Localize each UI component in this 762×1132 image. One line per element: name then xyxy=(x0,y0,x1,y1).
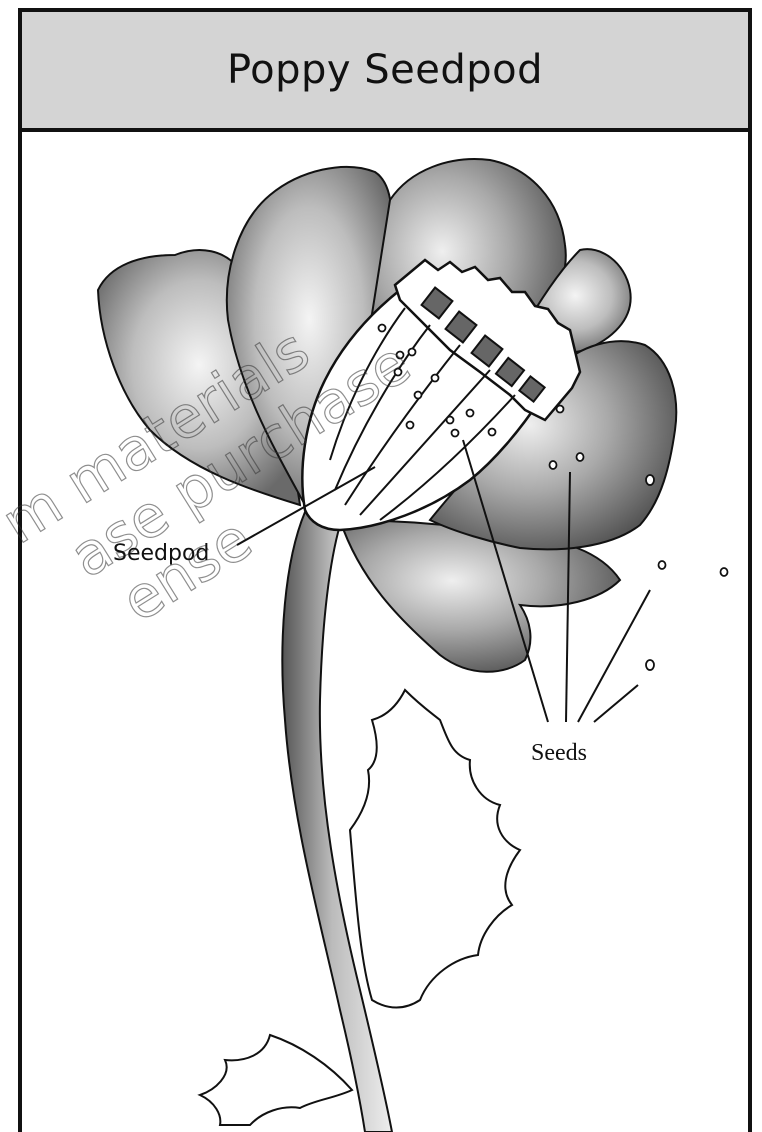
seeds-leader-4 xyxy=(594,685,638,722)
seeds-leader-3 xyxy=(578,590,650,722)
leaf-right xyxy=(350,690,520,1008)
seeds-label: Seeds xyxy=(531,740,587,766)
leaf-left xyxy=(200,1035,352,1125)
seedpod-label: Seedpod xyxy=(113,541,209,566)
